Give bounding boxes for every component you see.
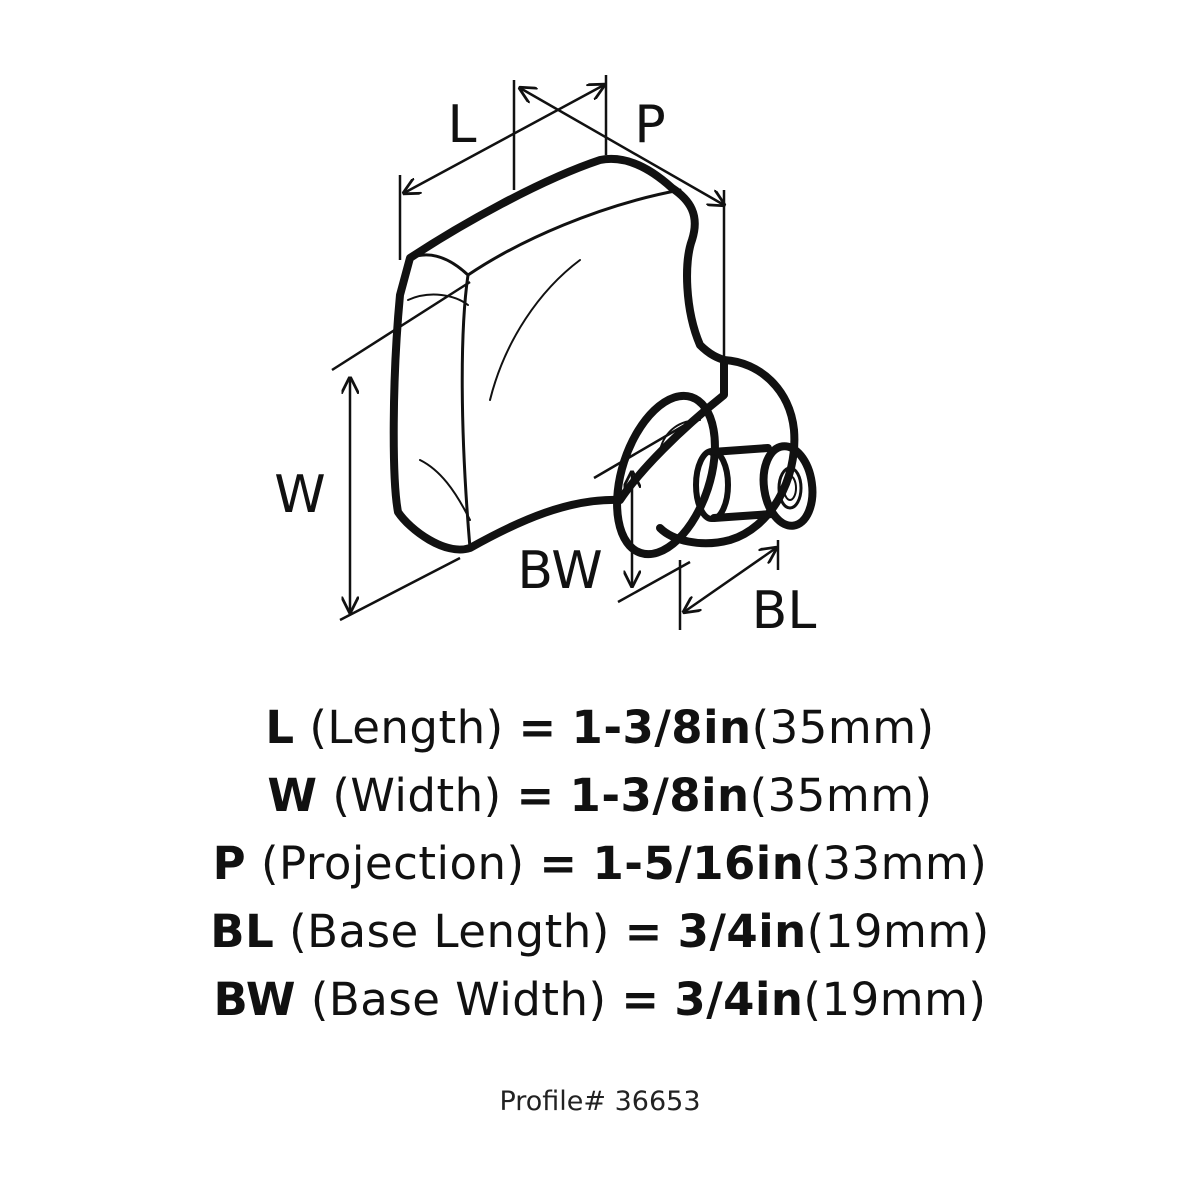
arrow-L xyxy=(404,85,604,193)
spec-equals: = xyxy=(516,769,555,822)
spec-metric: (35mm) xyxy=(749,769,933,822)
dimension-arrows xyxy=(350,85,776,612)
threaded-stem xyxy=(693,442,817,530)
spec-imperial: 1-3/8in xyxy=(569,769,750,822)
spec-projection: P (Projection) = 1-5/16in(33mm) xyxy=(0,830,1200,898)
spec-name: (Base Width) xyxy=(310,973,607,1026)
knob-body xyxy=(389,155,728,554)
spec-code: L xyxy=(265,701,295,754)
spec-equals: = xyxy=(621,973,660,1026)
spec-metric: (35mm) xyxy=(751,701,935,754)
spec-imperial: 3/4in xyxy=(674,973,804,1026)
spec-length: L (Length) = 1-3/8in(35mm) xyxy=(0,694,1200,762)
spec-name: (Base Length) xyxy=(289,905,610,958)
arrow-BL xyxy=(684,548,776,612)
label-BL: BL xyxy=(752,581,817,641)
spec-equals: = xyxy=(518,701,557,754)
label-P: P xyxy=(634,95,665,155)
spec-metric: (19mm) xyxy=(803,973,987,1026)
spec-width: W (Width) = 1-3/8in(35mm) xyxy=(0,762,1200,830)
knob-dimension-diagram: L P W BW BL xyxy=(274,75,817,641)
spec-imperial: 1-5/16in xyxy=(592,837,805,890)
spec-code: P xyxy=(212,837,247,890)
label-W: W xyxy=(274,465,325,525)
label-L: L xyxy=(448,95,477,155)
profile-number: Profile# 36653 xyxy=(499,1086,701,1117)
spec-base-length: BL (Base Length) = 3/4in(19mm) xyxy=(0,898,1200,966)
spec-code: BL xyxy=(210,905,275,958)
spec-equals: = xyxy=(539,837,578,890)
spec-base-width: BW (Base Width) = 3/4in(19mm) xyxy=(0,966,1200,1034)
spec-equals: = xyxy=(624,905,663,958)
spec-name: (Width) xyxy=(332,769,502,822)
spec-metric: (33mm) xyxy=(804,837,988,890)
spec-metric: (19mm) xyxy=(806,905,990,958)
spec-name: (Length) xyxy=(309,701,504,754)
spec-code: W xyxy=(267,769,318,822)
label-BW: BW xyxy=(517,541,602,601)
spec-imperial: 1-3/8in xyxy=(571,701,752,754)
spec-name: (Projection) xyxy=(260,837,525,890)
dimension-specs: L (Length) = 1-3/8in(35mm) W (Width) = 1… xyxy=(0,694,1200,1034)
arrow-P xyxy=(520,88,724,205)
spec-code: BW xyxy=(213,973,296,1026)
spec-imperial: 3/4in xyxy=(677,905,807,958)
